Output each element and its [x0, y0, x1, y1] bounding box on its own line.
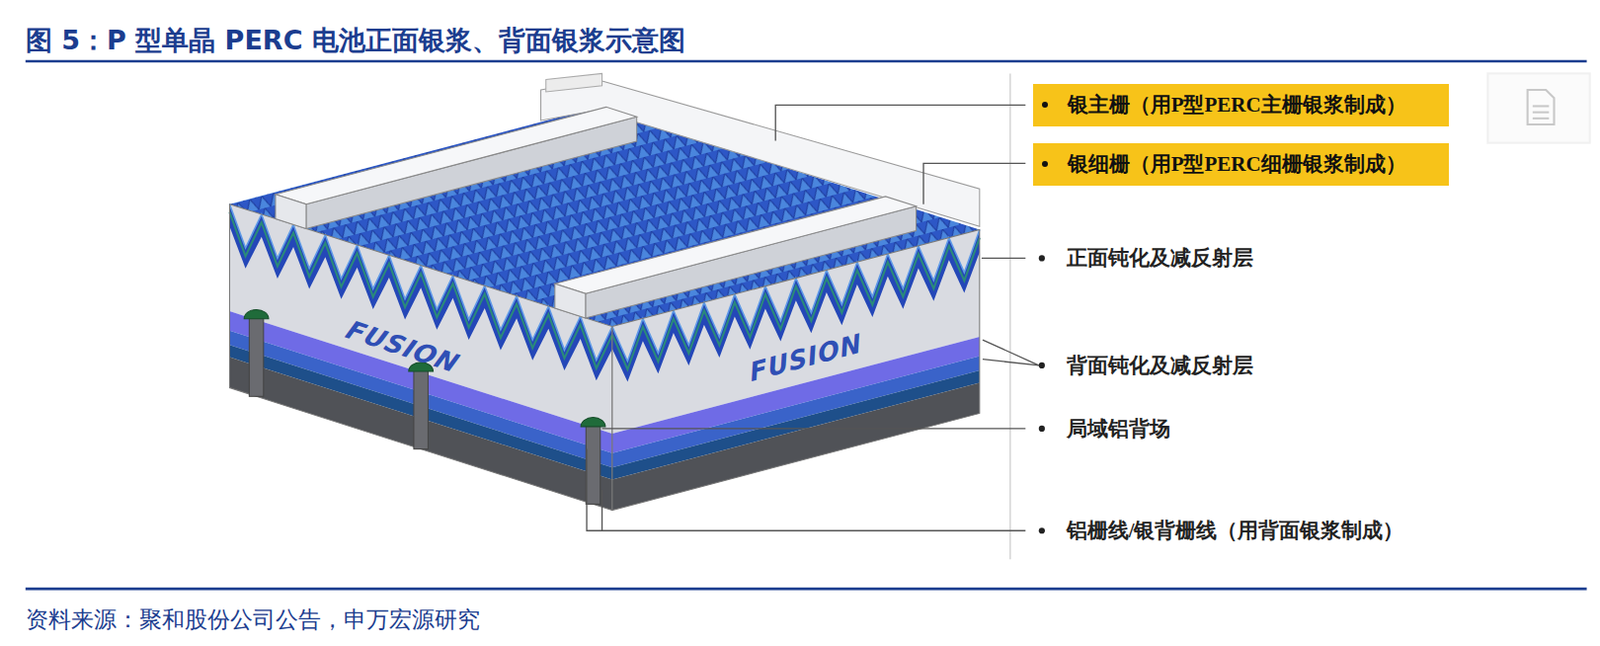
source-caption: 资料来源：聚和股份公司公告，申万宏源研究	[25, 604, 480, 636]
figure-title: 图 5：P 型单晶 PERC 电池正面银浆、背面银浆示意图	[25, 22, 686, 59]
al-pillar	[585, 422, 600, 505]
caption-rule	[25, 587, 1588, 591]
layer-band	[612, 382, 980, 510]
box-label: 银细栅（用P型PERC细栅银浆制成）	[1067, 150, 1438, 178]
bullet-dot	[1041, 101, 1048, 108]
layer-label: 背面钝化及减反射层	[1066, 351, 1254, 380]
al-contact	[580, 417, 606, 427]
bullet-dot	[1041, 160, 1048, 167]
watermark: FUSION	[341, 316, 466, 379]
busbar-front	[275, 194, 307, 230]
busbar-top	[555, 196, 917, 294]
bullets	[1039, 254, 1045, 534]
busbar-front	[555, 283, 586, 319]
layer-label: 正面钝化及减反射层	[1066, 243, 1254, 272]
highlight-box: 银主栅（用P型PERC主栅银浆制成）	[1033, 83, 1450, 127]
doc-icon	[1487, 73, 1590, 143]
divider	[1009, 73, 1012, 560]
leader-lines	[586, 104, 1040, 531]
textured-edge	[229, 204, 612, 382]
al-contact	[243, 309, 269, 319]
frame-tab	[546, 73, 603, 92]
box-label: 银主栅（用P型PERC主栅银浆制成）	[1067, 90, 1438, 119]
layer-label: 局域铝背场	[1066, 414, 1171, 443]
busbar-top	[275, 106, 638, 204]
face-outline	[229, 204, 612, 511]
layer-band	[229, 357, 612, 511]
al-pillar	[248, 315, 263, 398]
layer-label: 铝栅线/银背栅线（用背面银浆制成）	[1066, 516, 1405, 545]
title-rule	[25, 60, 1588, 64]
al-pillar	[413, 367, 428, 450]
highlight-box: 银细栅（用P型PERC细栅银浆制成）	[1033, 143, 1450, 186]
back-frame	[541, 80, 980, 228]
watermark: FUSION	[748, 326, 865, 387]
